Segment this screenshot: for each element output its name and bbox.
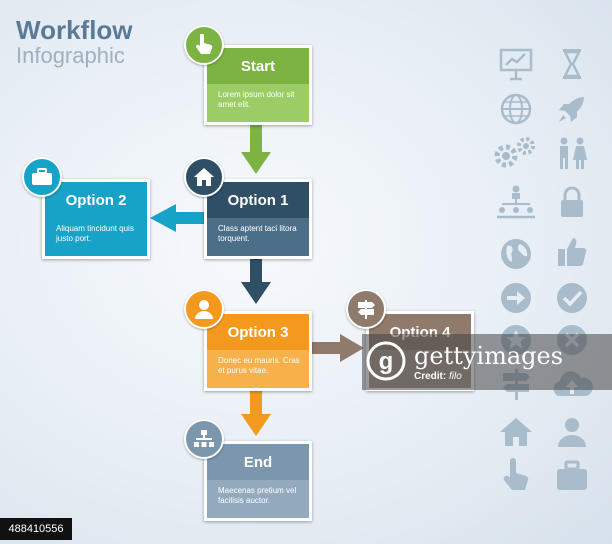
infographic-title: Workflow Infographic xyxy=(16,16,133,68)
node-option2-badge xyxy=(22,157,62,197)
getty-g-icon: g xyxy=(366,341,406,381)
hourglass-icon xyxy=(562,49,582,79)
node-start-header: Start xyxy=(207,48,309,84)
node-end-text: Maecenas pretium vel facilisis auctor. xyxy=(207,480,309,518)
node-option1-text: Class aptent taci litora torquent. xyxy=(207,218,309,256)
title-line-1: Workflow xyxy=(16,15,133,45)
credit-prefix: Credit: xyxy=(414,371,447,382)
node-option1: Option 1 Class aptent taci litora torque… xyxy=(204,179,312,259)
person-icon xyxy=(195,300,213,319)
watermark-credit: Credit: filo xyxy=(414,371,462,382)
credit-name: filo xyxy=(449,371,462,382)
arrow-shape xyxy=(241,122,271,174)
watermark-brand: gettyimages xyxy=(414,342,564,370)
signpost-icon xyxy=(358,300,375,319)
presentation-chart-icon xyxy=(499,48,533,81)
arrow-right-circle-icon xyxy=(501,283,531,313)
hierarchy-icon xyxy=(497,185,535,219)
node-end-header: End xyxy=(207,444,309,480)
globe-grid-icon xyxy=(500,93,532,125)
node-option4-badge xyxy=(346,289,386,329)
arrow-option1-to-option3 xyxy=(241,256,271,304)
arrow-option3-to-option4 xyxy=(310,334,364,362)
image-id-label: 488410556 xyxy=(0,518,72,540)
node-start-badge xyxy=(184,25,224,65)
node-option3-text: Donec eu mauris. Cras et purus vitae. xyxy=(207,350,309,388)
node-start: Start Lorem ipsum dolor sit amet elit. xyxy=(204,45,312,125)
svg-text:g: g xyxy=(379,348,394,375)
checkmark-circle-icon xyxy=(557,283,587,313)
title-line-2: Infographic xyxy=(16,43,125,68)
node-option3-header: Option 3 xyxy=(207,314,309,350)
padlock-icon xyxy=(561,186,583,217)
org-chart-icon xyxy=(194,430,214,447)
node-option2-text: Aliquam tincidunt quis justo port. xyxy=(45,218,147,256)
house-icon xyxy=(500,418,532,446)
node-option1-header: Option 1 xyxy=(207,182,309,218)
man-woman-icon xyxy=(560,137,587,169)
briefcase-icon xyxy=(557,460,587,490)
home-icon xyxy=(194,168,214,186)
pointer-hand-icon xyxy=(503,458,529,490)
arrow-shape xyxy=(241,256,271,304)
rocket-icon xyxy=(559,97,584,122)
arrow-shape xyxy=(150,204,206,232)
gears-icon xyxy=(494,137,535,168)
thumbs-up-icon xyxy=(558,238,587,267)
arrow-start-to-option1 xyxy=(241,122,271,174)
node-end-badge xyxy=(184,419,224,459)
node-end: End Maecenas pretium vel facilisis aucto… xyxy=(204,441,312,521)
arrow-option1-to-option2 xyxy=(150,204,206,232)
arrow-option3-to-end xyxy=(241,388,271,436)
node-start-text: Lorem ipsum dolor sit amet elit. xyxy=(207,84,309,122)
node-option2-header: Option 2 xyxy=(45,182,147,218)
node-option2: Option 2 Aliquam tincidunt quis justo po… xyxy=(42,179,150,259)
earth-icon xyxy=(501,239,531,269)
arrow-shape xyxy=(241,388,271,436)
node-option3-badge xyxy=(184,289,224,329)
node-option1-badge xyxy=(184,157,224,197)
arrow-shape xyxy=(310,334,364,362)
node-option3: Option 3 Donec eu mauris. Cras et purus … xyxy=(204,311,312,391)
user-icon xyxy=(558,418,586,447)
pointer-hand-icon xyxy=(195,34,213,54)
briefcase-icon xyxy=(32,168,52,185)
